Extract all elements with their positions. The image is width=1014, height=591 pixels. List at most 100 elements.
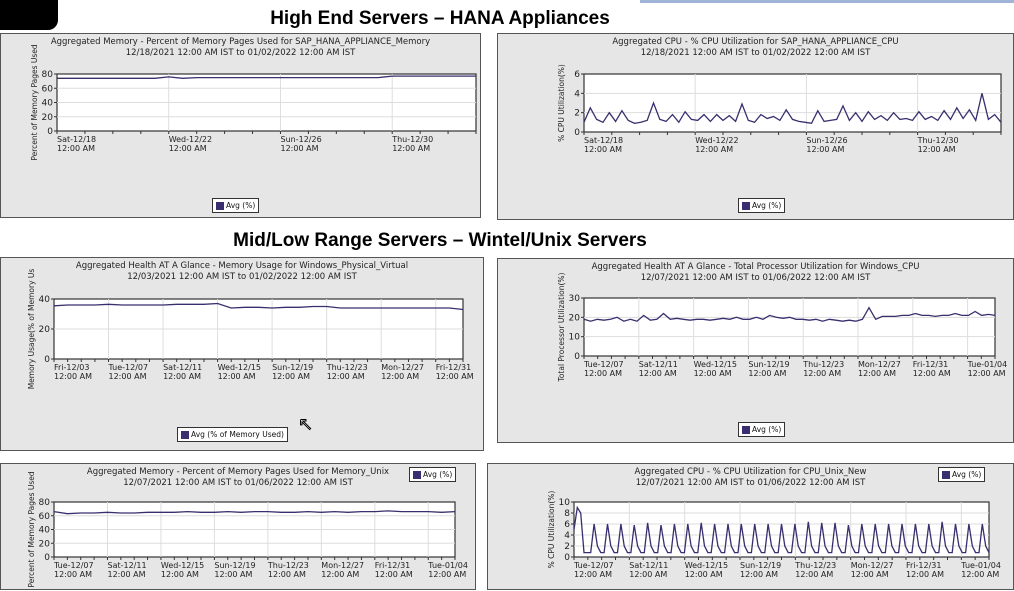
- x-tick-label: Sat-12/11 12:00 AM: [163, 363, 203, 381]
- x-tick-label: Mon-12/27 12:00 AM: [321, 561, 365, 579]
- chart-legend[interactable]: Avg (%): [409, 467, 457, 482]
- legend-label: Avg (%): [952, 470, 982, 479]
- chart-panel-unix-memory: Aggregated Memory - Percent of Memory Pa…: [0, 463, 476, 590]
- legend-swatch: [216, 201, 224, 210]
- y-tick-label: 8: [564, 509, 570, 519]
- series-line-avg: [583, 93, 1002, 125]
- chart-title: Aggregated Health AT A Glance - Total Pr…: [591, 262, 920, 272]
- y-axis-label: % CPU Utilization(%): [557, 64, 566, 142]
- mouse-cursor-icon: ↖: [297, 414, 314, 436]
- x-tick-label: Fri-12/31 12:00 AM: [906, 561, 944, 579]
- y-tick-label: 2: [564, 542, 570, 552]
- x-tick-label: Sun-12/26 12:00 AM: [280, 135, 322, 153]
- plot-area: [583, 297, 996, 357]
- x-tick-label: Sat-12/11 12:00 AM: [638, 360, 678, 378]
- chart-legend[interactable]: Avg (%): [938, 467, 986, 482]
- x-tick-label: Tue-01/04 12:00 AM: [961, 561, 1001, 579]
- y-tick-label: 0: [44, 553, 50, 563]
- chart-legend[interactable]: Avg (%): [738, 422, 786, 437]
- chart-date-range: 12/07/2021 12:00 AM IST to 01/06/2022 12…: [123, 478, 353, 488]
- x-tick-label: Sun-12/19 12:00 AM: [740, 561, 782, 579]
- y-tick-label: 20: [39, 325, 51, 335]
- x-tick-label: Mon-12/27 12:00 AM: [381, 363, 424, 381]
- x-tick-label: Tue-01/04 12:00 AM: [967, 360, 1008, 378]
- y-axis-label: Percent of Memory Pages Used: [30, 44, 39, 161]
- series-line-avg: [53, 510, 456, 515]
- chart-date-range: 12/07/2021 12:00 AM IST to 01/06/2022 12…: [640, 273, 871, 283]
- x-tick-label: Fri-12/31 12:00 AM: [374, 561, 413, 579]
- x-tick-label: Wed-12/15 12:00 AM: [160, 561, 205, 579]
- y-axis-label: Memory Usage(% of Memory Us: [27, 269, 36, 390]
- x-tick-label: Sat-12/11 12:00 AM: [629, 561, 669, 579]
- chart-panel-hana-memory: Aggregated Memory - Percent of Memory Pa…: [0, 33, 481, 218]
- x-tick-label: Thu-12/23 12:00 AM: [803, 360, 845, 378]
- y-tick-label: 20: [39, 539, 51, 549]
- x-tick-label: Thu-12/23 12:00 AM: [267, 561, 309, 579]
- x-tick-label: Mon-12/27 12:00 AM: [850, 561, 894, 579]
- x-tick-label: Tue-12/07 12:00 AM: [584, 360, 624, 378]
- chart-panel-hana-cpu: Aggregated CPU - % CPU Utilization for S…: [497, 33, 1014, 220]
- legend-swatch: [413, 470, 421, 479]
- chart-title: Aggregated Memory - Percent of Memory Pa…: [86, 467, 390, 477]
- x-tick-label: Sat-12/18 12:00 AM: [584, 136, 624, 154]
- x-tick-label: Thu-12/23 12:00 AM: [326, 363, 368, 381]
- chart-panel-windows-cpu: Aggregated Health AT A Glance - Total Pr…: [497, 258, 1014, 443]
- y-tick-label: 40: [39, 295, 51, 305]
- chart-date-range: 12/03/2021 12:00 AM IST to 01/02/2022 12…: [127, 272, 357, 282]
- y-tick-label: 30: [569, 294, 581, 304]
- section-heading-mid-low: Mid/Low Range Servers – Wintel/Unix Serv…: [233, 230, 647, 251]
- y-axis-label: Total Processor Utilization(%): [557, 272, 566, 382]
- x-tick-label: Sun-12/19 12:00 AM: [748, 360, 790, 378]
- series-line-avg: [57, 75, 476, 79]
- y-tick-label: 0: [574, 128, 580, 138]
- chart-panel-unix-cpu: Aggregated CPU - % CPU Utilization for C…: [487, 463, 1014, 590]
- chart-title: Aggregated CPU - % CPU Utilization for S…: [612, 37, 899, 47]
- plot-area: [583, 73, 1002, 133]
- chart-date-range: 12/18/2021 12:00 AM IST to 01/02/2022 12…: [125, 48, 356, 58]
- section-heading-high-end: High End Servers – HANA Appliances: [270, 8, 610, 29]
- series-line-avg: [53, 302, 464, 311]
- x-tick-label: Fri-12/31 12:00 AM: [435, 363, 474, 381]
- overlay-black-box: [0, 0, 58, 30]
- y-tick-label: 80: [42, 70, 54, 80]
- x-tick-label: Thu-12/23 12:00 AM: [795, 561, 837, 579]
- y-tick-label: 0: [47, 127, 53, 137]
- chart-legend[interactable]: Avg (%): [738, 198, 786, 213]
- chart-title: Aggregated CPU - % CPU Utilization for C…: [634, 467, 867, 477]
- y-tick-label: 10: [569, 333, 581, 343]
- legend-label: Avg (%): [423, 470, 453, 479]
- y-tick-label: 40: [42, 99, 54, 109]
- y-tick-label: 40: [39, 526, 51, 536]
- x-tick-label: Sat-12/18 12:00 AM: [57, 135, 97, 153]
- y-tick-label: 6: [574, 70, 580, 80]
- y-tick-label: 80: [39, 498, 51, 508]
- chart-legend[interactable]: Avg (% of Memory Used): [177, 427, 288, 442]
- y-tick-label: 20: [42, 113, 54, 123]
- chart-legend[interactable]: Avg (%): [212, 198, 260, 213]
- x-tick-label: Wed-12/15 12:00 AM: [684, 561, 729, 579]
- y-tick-label: 60: [42, 84, 54, 94]
- y-axis-label: % CPU Utilization(%): [547, 491, 556, 569]
- y-tick-label: 0: [574, 352, 580, 362]
- x-tick-label: Sat-12/11 12:00 AM: [107, 561, 147, 579]
- x-tick-label: Wed-12/15 12:00 AM: [217, 363, 261, 381]
- x-tick-label: Tue-01/04 12:00 AM: [428, 561, 468, 579]
- chart-title: Aggregated Health AT A Glance - Memory U…: [75, 261, 409, 271]
- legend-swatch: [742, 201, 750, 210]
- x-tick-label: Tue-12/07 12:00 AM: [108, 363, 149, 381]
- x-tick-label: Tue-12/07 12:00 AM: [574, 561, 614, 579]
- chart-date-range: 12/07/2021 12:00 AM IST to 01/06/2022 12…: [635, 478, 866, 488]
- legend-label: Avg (% of Memory Used): [191, 430, 284, 439]
- x-tick-label: Sun-12/19 12:00 AM: [272, 363, 314, 381]
- x-tick-label: Wed-12/22 12:00 AM: [695, 136, 739, 154]
- y-tick-label: 0: [44, 355, 50, 365]
- x-tick-label: Sun-12/26 12:00 AM: [806, 136, 848, 154]
- y-tick-label: 2: [574, 109, 580, 119]
- y-tick-label: 0: [564, 553, 570, 563]
- chart-date-range: 12/18/2021 12:00 AM IST to 01/02/2022 12…: [640, 48, 871, 58]
- legend-swatch: [942, 470, 950, 479]
- legend-swatch: [181, 430, 189, 439]
- x-tick-label: Fri-12/31 12:00 AM: [912, 360, 951, 378]
